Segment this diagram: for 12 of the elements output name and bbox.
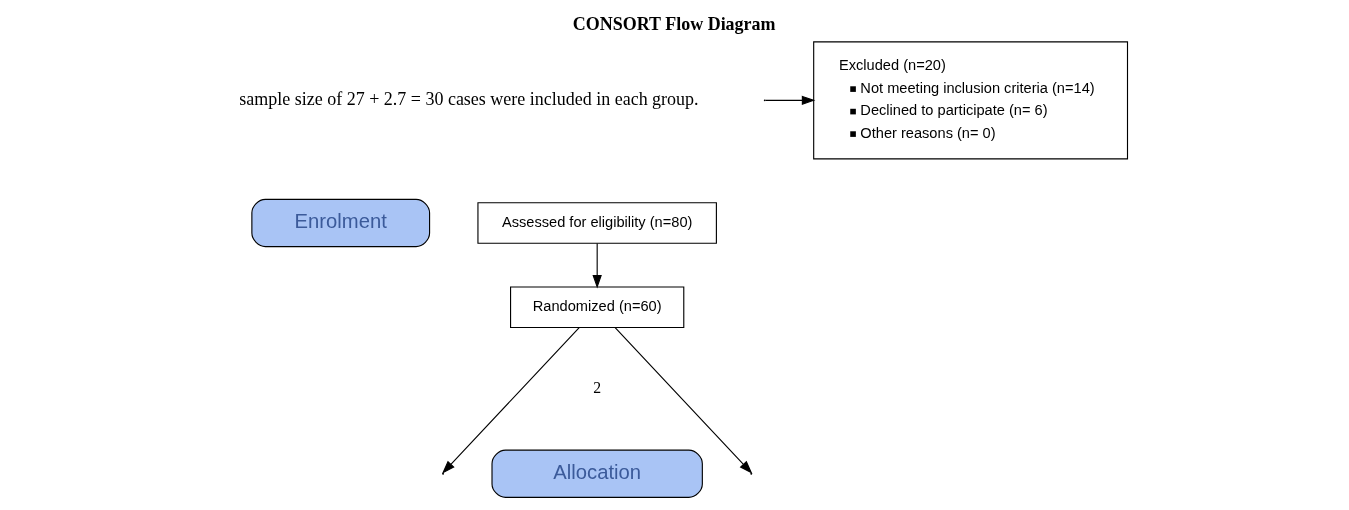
arrow — [442, 327, 580, 474]
arrow — [614, 327, 753, 474]
node-box: Enrolment — [251, 198, 431, 248]
node-box: Randomized (n=60) — [510, 286, 685, 329]
node-box: Allocation — [491, 449, 703, 498]
diagram-title: CONSORT Flow Diagram — [572, 14, 776, 35]
arrow — [592, 242, 602, 289]
label: sample size of 27 + 2.7 = 30 cases were included in each group. — [239, 88, 699, 109]
node-box: Assessed for eligibility (n=80) — [477, 202, 717, 244]
label: 2 — [593, 379, 602, 397]
node-box: Excluded (n=20) Not meeting inclusion criteria (n=14) Declined to participate (n= 6) Other reasons (n= 0) — [813, 41, 1129, 160]
arrow — [765, 95, 816, 106]
